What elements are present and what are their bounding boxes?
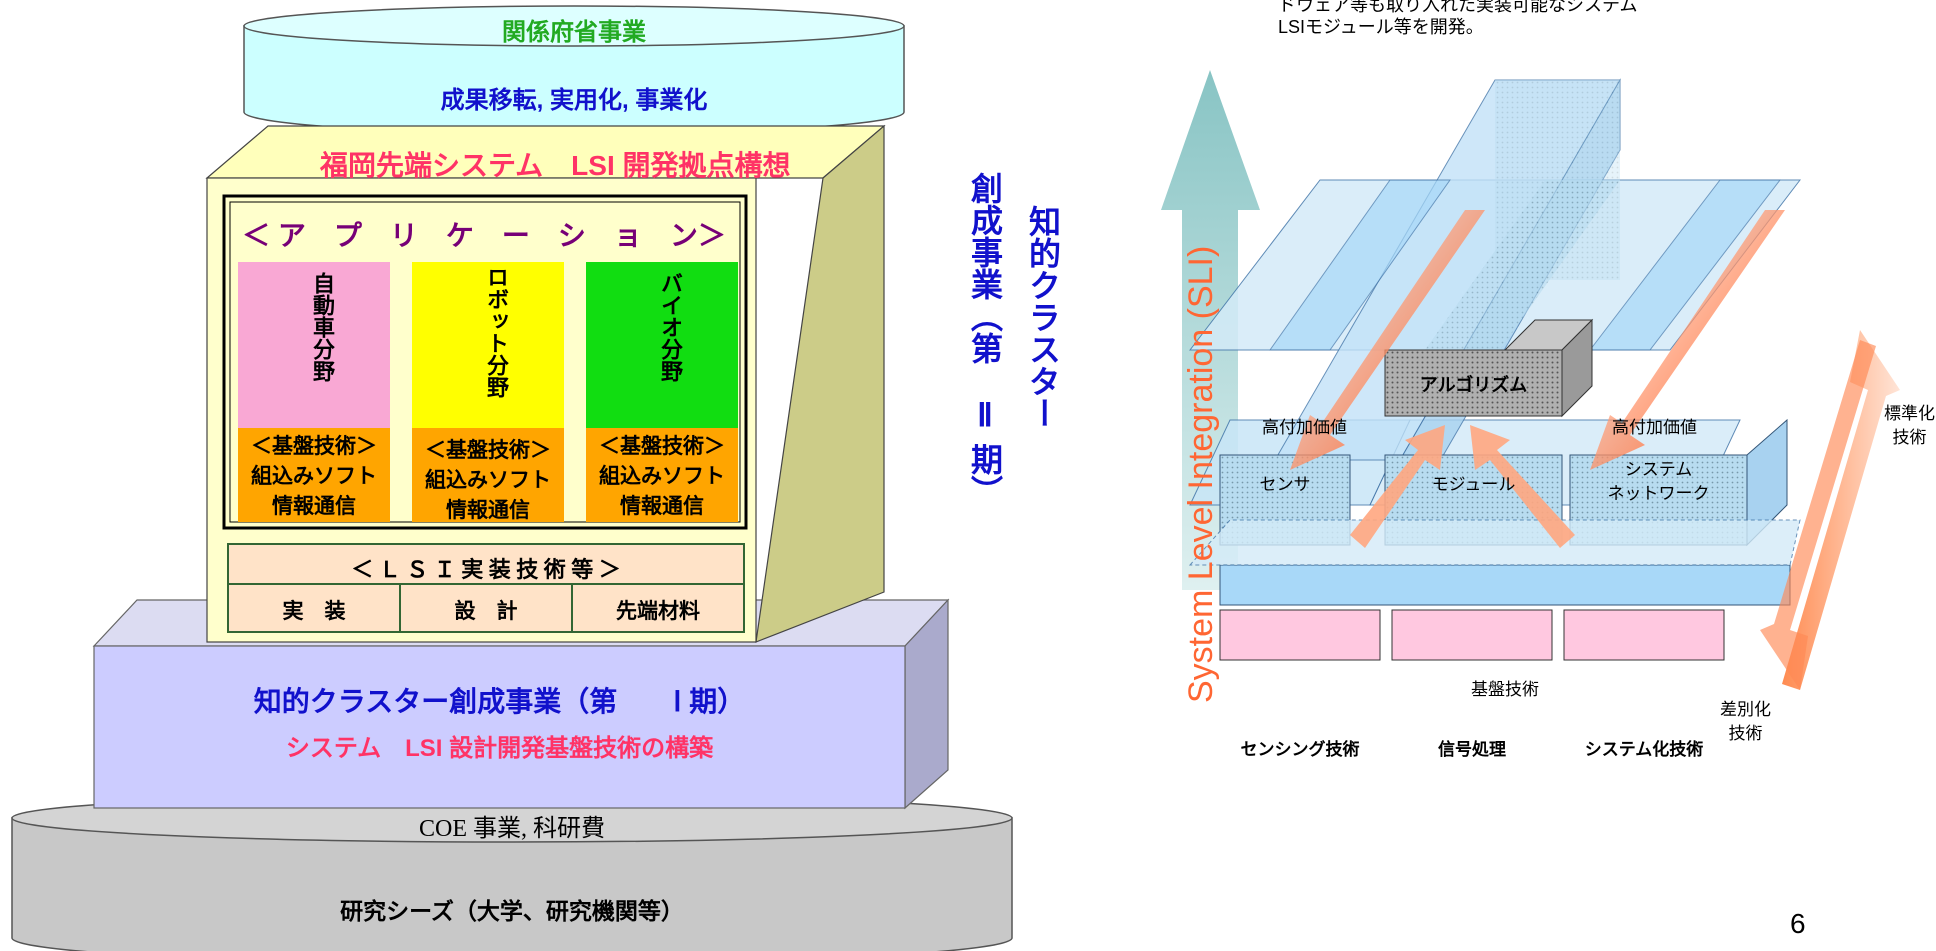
bottom-cell-system: システム化技術: [1584, 740, 1704, 759]
top-cylinder-subtitle: 成果移転, 実用化, 事業化: [440, 87, 708, 114]
cube-side-title-2: 創成事業（第 Ⅱ 期）: [967, 172, 1003, 507]
standardization-line-2: 技術: [1892, 428, 1927, 447]
base-tech-col-3: ＜基盤技術＞ 組込みソフト 情報通信: [586, 432, 738, 522]
base-tech-col-1: ＜基盤技術＞ 組込みソフト 情報通信: [238, 432, 390, 522]
cube-header: 福岡先端システム LSI 開発拠点構想: [320, 150, 791, 181]
system-network-line-2: ネットワーク: [1607, 484, 1710, 503]
note-line-2: LSIモジュール等を開発。: [1278, 17, 1484, 37]
phase1-subtitle: システム LSI 設計開発基盤技術の構築: [285, 735, 714, 762]
cube-side-title-1: 知的クラスター: [1025, 205, 1061, 429]
sli-layer-diagram: [1161, 70, 1900, 690]
algorithm-label: アルゴリズム: [1419, 375, 1528, 395]
system-network-line-1: システム: [1624, 460, 1693, 479]
cluster-structure-diagram: [11, 5, 1013, 951]
high-value-right: 高付加価値: [1612, 418, 1697, 437]
differentiation-line-1: 差別化: [1720, 700, 1771, 719]
bottom-cylinder-subtitle: 研究シーズ（大学、研究機関等）: [340, 898, 684, 924]
base-tech-line1: 組込みソフト: [425, 469, 551, 492]
field-columns: [238, 262, 738, 522]
base-tech-col-2: ＜基盤技術＞ 組込みソフト 情報通信: [412, 436, 564, 526]
base-tech-line1: 組込みソフト: [251, 465, 377, 488]
base-tech-line2: 情報通信: [272, 495, 356, 518]
lsi-title: ＜ Ｌ Ｓ Ｉ 実 装 技 術 等 ＞: [351, 557, 621, 582]
sensor-label: センサ: [1259, 475, 1311, 494]
top-right-note: ドウェア等も取り入れた実装可能なシステム LSIモジュール等を開発。: [1278, 0, 1637, 38]
differentiation-label: 差別化 技術: [1720, 698, 1771, 746]
page-number: 6: [1790, 908, 1806, 939]
standardization-line-1: 標準化: [1884, 404, 1935, 423]
lsi-cell-mounting: 実 装: [282, 600, 346, 623]
base-tech-title: ＜基盤技術＞: [425, 439, 551, 462]
module-label: モジュール: [1431, 475, 1516, 494]
sli-label: System Level Integration (SLI): [1182, 245, 1220, 703]
base-tech-line2: 情報通信: [620, 495, 704, 518]
top-cylinder-title: 関係府省事業: [502, 19, 646, 46]
bottom-cell-sensing: センシング技術: [1240, 740, 1360, 759]
base-tech-title: ＜基盤技術＞: [599, 435, 725, 458]
base-tech-plate-label: 基盤技術: [1471, 680, 1539, 699]
field-bio: バイオ分野: [658, 272, 683, 382]
phase1-title: 知的クラスター創成事業（第 Ⅰ 期）: [253, 686, 746, 717]
lsi-cell-design: 設 計: [454, 600, 518, 623]
bottom-cylinder-title: COE 事業, 科研費: [419, 816, 605, 842]
field-automotive: 自動車分野: [310, 272, 335, 382]
lsi-cell-materials: 先端材料: [616, 600, 700, 623]
note-line-1: ドウェア等も取り入れた実装可能なシステム: [1278, 0, 1638, 15]
differentiation-line-2: 技術: [1728, 724, 1763, 743]
top-cylinder: [243, 5, 905, 135]
applications-title: ＜ ア プ リ ケ ー シ ョ ン＞: [242, 220, 726, 251]
base-tech-title: ＜基盤技術＞: [251, 435, 377, 458]
standardization-label: 標準化 技術: [1884, 402, 1935, 450]
bottom-cell-signal: 信号処理: [1438, 740, 1506, 759]
system-network-label: システム ネットワーク: [1570, 458, 1747, 506]
base-tech-line2: 情報通信: [446, 499, 530, 522]
high-value-left: 高付加価値: [1262, 418, 1347, 437]
base-tech-line1: 組込みソフト: [599, 465, 725, 488]
field-robot: ロボット分野: [484, 266, 509, 398]
